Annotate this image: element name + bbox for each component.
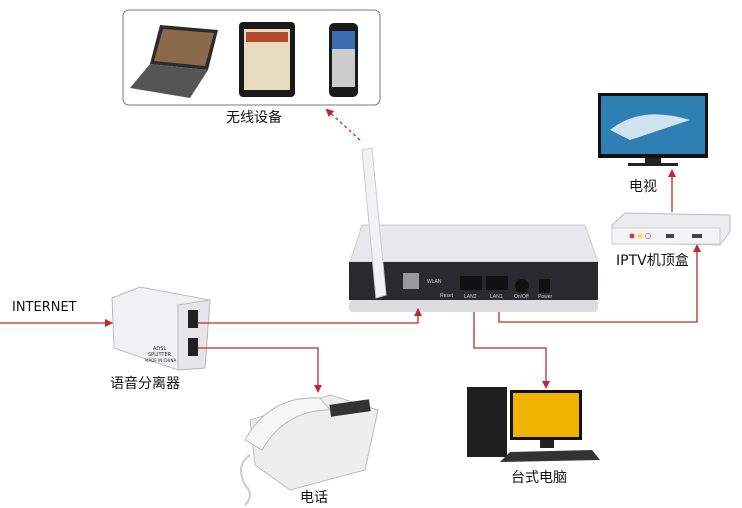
lan2-label: LAN2 xyxy=(464,294,477,300)
iptv-set-top-box-icon xyxy=(611,212,731,246)
splitter-label: 语音分离器 xyxy=(110,376,180,392)
phone-icon xyxy=(329,23,358,97)
router-icon: WLAN Reset LAN2 LAN1 On/Off Power xyxy=(349,147,599,312)
tablet-icon xyxy=(239,22,295,97)
onoff-label: On/Off xyxy=(514,294,529,300)
iptv-label: IPTV机顶盒 xyxy=(616,253,689,269)
connection-lines xyxy=(0,108,701,393)
power-label: Power xyxy=(538,294,553,300)
desktop-pc-label: 台式电脑 xyxy=(511,470,567,486)
desktop-computer-icon xyxy=(467,387,600,462)
splitter-print-splitter: SPLITTER xyxy=(148,352,172,358)
splitter-print-adsl: ADSL xyxy=(153,346,166,352)
tv-label: 电视 xyxy=(629,179,657,195)
phone-label: 电话 xyxy=(300,490,328,506)
internet-label: INTERNET xyxy=(12,300,77,315)
tv-icon xyxy=(598,93,708,166)
telephone-icon xyxy=(240,394,379,506)
splitter-to-router-line xyxy=(198,308,422,324)
splitter-to-phone-line xyxy=(198,347,322,393)
wireless-devices-group xyxy=(122,9,381,106)
adsl-splitter-icon: ADSL SPLITTER MADE IN CHINA xyxy=(111,286,211,371)
router-to-pc-line xyxy=(473,312,550,389)
reset-label: Reset xyxy=(440,293,454,299)
laptop-icon xyxy=(130,25,218,98)
wlan-label: WLAN xyxy=(427,279,442,285)
router-to-wireless-dashed-line xyxy=(325,108,361,141)
antenna-icon xyxy=(361,147,387,299)
splitter-print-made: MADE IN CHINA xyxy=(145,358,176,363)
lan1-label: LAN1 xyxy=(490,294,503,300)
wireless-devices-label: 无线设备 xyxy=(226,110,282,126)
router-to-iptv-line xyxy=(498,244,701,323)
